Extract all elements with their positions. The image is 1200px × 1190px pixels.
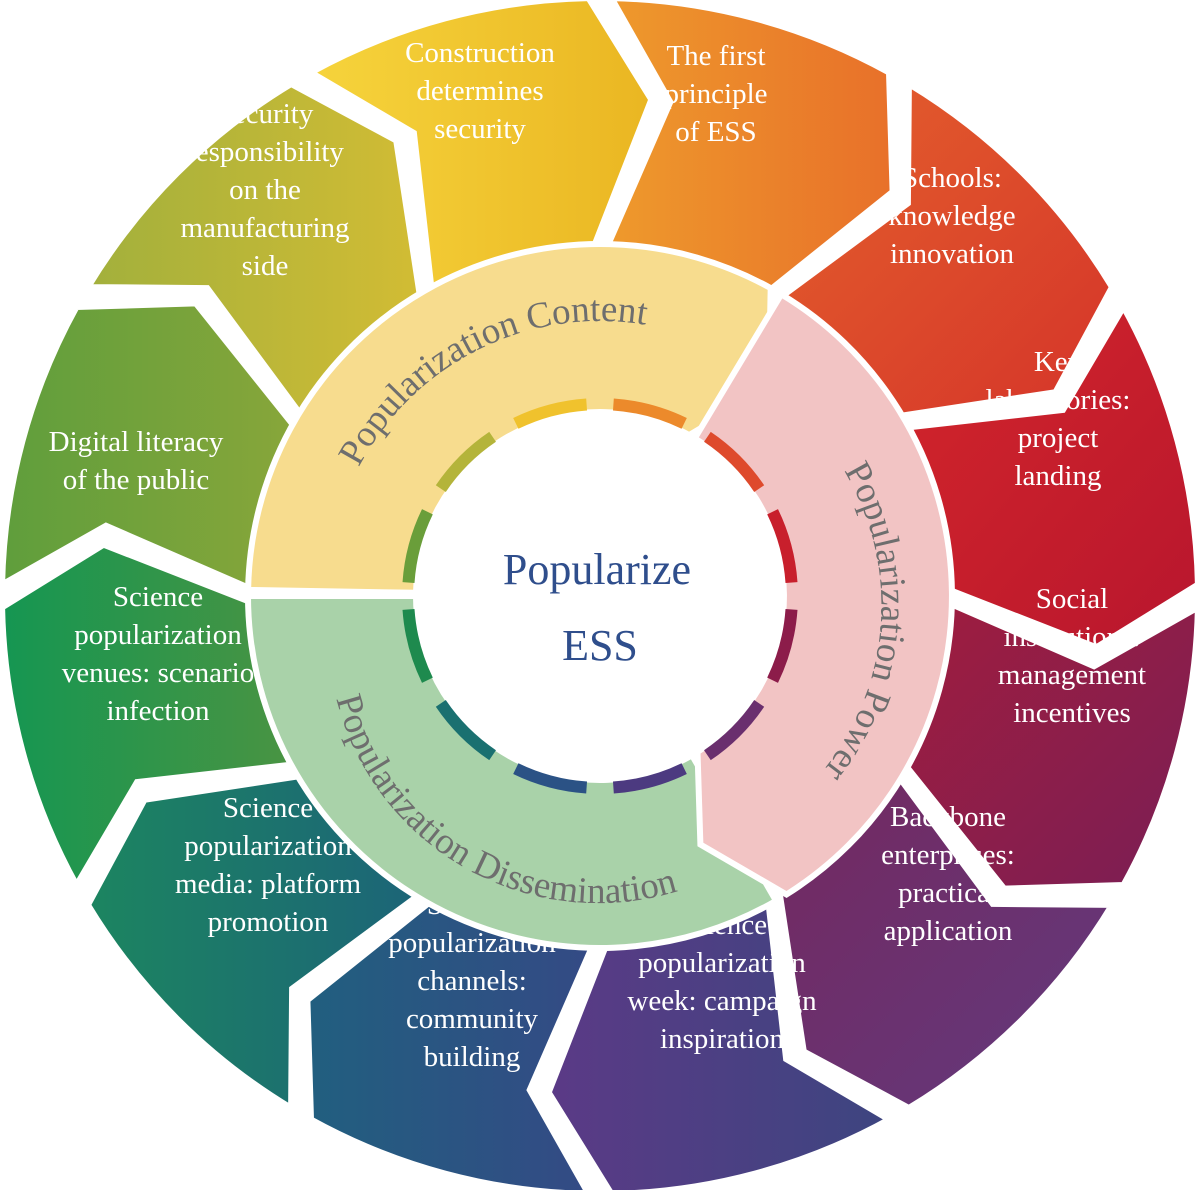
segment-label-line: manufacturing [180, 212, 349, 244]
segment-label-first-principle: The first principle of ESS [664, 40, 767, 148]
segment-label-line: Key [1034, 346, 1083, 378]
segment-label-popularization-week: Sciencepopularizationweek: campaigninspi… [627, 909, 817, 1055]
segment-label-line: incentives [1013, 697, 1131, 729]
segment-label-line: determines [416, 75, 543, 107]
inner-ring-dash [402, 608, 433, 683]
segment-label-construction: Construction determines security [405, 37, 555, 145]
segment-label-line: management [998, 659, 1146, 691]
segment-label-line: media: platform [175, 868, 361, 900]
segment-label-line: popularization [184, 830, 352, 862]
segment-label-security-responsibility: Security responsibility on the manufacturin… [180, 98, 349, 282]
segment-label-line: Science [223, 792, 313, 824]
segment-label-line: infection [106, 695, 210, 727]
segment-label-line: principle [664, 78, 767, 110]
segment-label-backbone-enterprises: Backbone enterprises: practical application [881, 801, 1015, 947]
segment-label-line: popularization [638, 947, 806, 979]
segment-label-line: promotion [208, 906, 329, 938]
segment-label-line: The first [666, 40, 765, 72]
segment-label-popularization-venues: Science popularization venues: scenario inf… [62, 581, 254, 727]
inner-ring-dash [612, 763, 687, 794]
segment-label-line: Science [113, 581, 203, 613]
popularization-power-band [690, 290, 955, 899]
segment-label-line: responsibility [186, 136, 344, 168]
segment-label-line: Social [1036, 583, 1109, 615]
segment-label-schools: Schools: knowledge innovation [888, 162, 1015, 270]
segment-label-line: of ESS [675, 116, 756, 148]
inner-ring-dash [612, 398, 687, 429]
inner-ring-dash [435, 699, 497, 761]
segment-label-line: Schools: [902, 162, 1002, 194]
segment-label-line: Security [217, 98, 314, 130]
popularization-content-band [245, 241, 774, 596]
segment-label-line: popularization [74, 619, 242, 651]
segment-label-line: enterprises: [881, 839, 1015, 871]
segment-label-line: venues: scenario [62, 657, 254, 689]
segment-label-line: on the [229, 174, 301, 206]
popularization-dissemination-band [244, 593, 781, 951]
segment-label-line: Backbone [890, 801, 1006, 833]
segment-label-key-laboratories: Key laboratories: project landing [986, 346, 1131, 492]
segment-label-line: side [242, 250, 289, 282]
center-title-line2: ESS [562, 621, 638, 670]
center-circle [422, 420, 778, 776]
inner-ring-dash [703, 431, 765, 493]
segment-label-line: Construction [405, 37, 555, 69]
inner-ring-dash [767, 509, 798, 584]
segment-label-line: Digital literacy [49, 426, 224, 458]
center-title-line1: Popularize [503, 545, 691, 594]
segment-label-line: application [884, 915, 1013, 947]
segment-label-line: landing [1015, 460, 1102, 492]
inner-ring-dash [402, 509, 433, 584]
inner-ring-dash [435, 431, 497, 493]
segment-label-line: inspiration [660, 1023, 785, 1055]
segment-label-line: knowledge [888, 200, 1015, 232]
segment-label-line: of the public [63, 464, 210, 496]
segment-label-line: channels: [417, 965, 527, 997]
segment-label-line: institutions: [1004, 621, 1141, 653]
inner-ring-dash [703, 699, 765, 761]
inner-ring-dash [513, 398, 588, 429]
segment-label-social-institutions: Social institutions: management incentives [998, 583, 1146, 729]
inner-ring-dash [513, 763, 588, 794]
segment-label-digital-literacy: Digital literacy of the public [49, 426, 224, 496]
segment-label-line: community [406, 1003, 539, 1035]
segment-label-line: project [1018, 422, 1099, 454]
segment-label-line: building [424, 1041, 521, 1073]
segment-label-line: innovation [890, 238, 1015, 270]
inner-ring-dash [767, 608, 798, 683]
segment-label-line: week: campaign [627, 985, 817, 1017]
segment-label-line: laboratories: [986, 384, 1131, 416]
segment-label-line: practical [898, 877, 998, 909]
segment-label-line: security [434, 113, 526, 145]
segment-label-popularization-media: Science popularization media: platform prom… [175, 792, 361, 938]
